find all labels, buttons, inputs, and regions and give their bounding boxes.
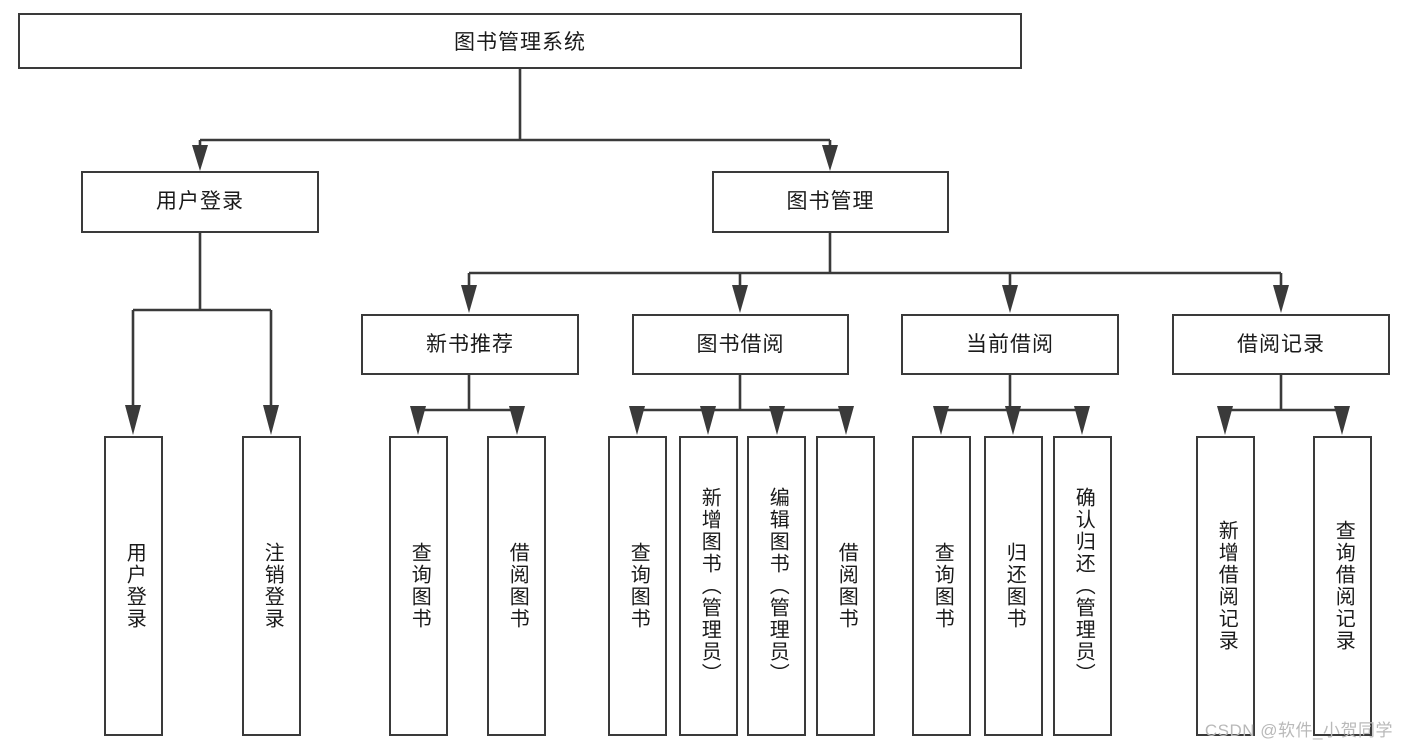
node-leaf-user-login[interactable]: 用户登录	[104, 436, 163, 736]
node-borrow-record-label: 借阅记录	[1237, 332, 1325, 356]
node-book-manage[interactable]: 图书管理	[712, 171, 949, 233]
node-current-borrow[interactable]: 当前借阅	[901, 314, 1119, 375]
node-leaf-add-book[interactable]: 新增图书（管理员）	[679, 436, 738, 736]
node-leaf-query-book-2-label: 查询图书	[627, 542, 650, 630]
arrowhead-leaf-borrow-book-1	[509, 406, 525, 435]
arrowhead-borrow-record	[1273, 285, 1289, 313]
node-book-borrow[interactable]: 图书借阅	[632, 314, 849, 375]
arrowhead-leaf-query-book-2	[629, 406, 645, 435]
node-leaf-user-logout-label: 注销登录	[261, 542, 284, 630]
arrowhead-book-borrow	[732, 285, 748, 313]
arrowhead-leaf-add-book	[700, 406, 716, 435]
arrowhead-leaf-query-book-1	[410, 406, 426, 435]
arrowhead-book-manage	[822, 145, 838, 171]
node-new-book-recommend[interactable]: 新书推荐	[361, 314, 579, 375]
node-leaf-query-book-3[interactable]: 查询图书	[912, 436, 971, 736]
node-current-borrow-label: 当前借阅	[966, 332, 1054, 356]
node-book-borrow-label: 图书借阅	[696, 332, 785, 356]
node-leaf-confirm-return-label: 确认归还（管理员）	[1072, 487, 1095, 685]
node-leaf-edit-book-label: 编辑图书（管理员）	[766, 487, 789, 685]
arrowhead-current-borrow	[1002, 285, 1018, 313]
arrowhead-leaf-user-login	[125, 405, 141, 435]
node-leaf-query-book-1[interactable]: 查询图书	[389, 436, 448, 736]
node-user-login-label: 用户登录	[156, 190, 244, 214]
node-book-manage-label: 图书管理	[786, 190, 875, 214]
node-leaf-add-record[interactable]: 新增借阅记录	[1196, 436, 1255, 736]
node-leaf-user-login-label: 用户登录	[123, 542, 146, 630]
arrowhead-leaf-borrow-book-2	[838, 406, 854, 435]
node-root[interactable]: 图书管理系统	[18, 13, 1022, 69]
arrowhead-leaf-return-book	[1005, 406, 1021, 435]
node-leaf-edit-book[interactable]: 编辑图书（管理员）	[747, 436, 806, 736]
node-leaf-borrow-book-1-label: 借阅图书	[506, 542, 529, 630]
node-leaf-user-logout[interactable]: 注销登录	[242, 436, 301, 736]
arrowhead-leaf-confirm-return	[1074, 406, 1090, 435]
node-leaf-confirm-return[interactable]: 确认归还（管理员）	[1053, 436, 1112, 736]
node-root-label: 图书管理系统	[454, 31, 586, 54]
node-leaf-add-book-label: 新增图书（管理员）	[698, 487, 721, 685]
node-borrow-record[interactable]: 借阅记录	[1172, 314, 1390, 375]
node-leaf-borrow-book-2[interactable]: 借阅图书	[816, 436, 875, 736]
arrowhead-leaf-query-book-3	[933, 406, 949, 435]
arrowhead-leaf-query-record	[1334, 406, 1350, 435]
node-leaf-return-book-label: 归还图书	[1003, 542, 1026, 630]
watermark: CSDN @软件_小贺同学	[1204, 721, 1393, 740]
node-leaf-query-record-label: 查询借阅记录	[1332, 520, 1355, 652]
node-new-book-recommend-label: 新书推荐	[426, 332, 514, 356]
node-leaf-query-record[interactable]: 查询借阅记录	[1313, 436, 1372, 736]
node-leaf-add-record-label: 新增借阅记录	[1215, 520, 1238, 652]
node-leaf-return-book[interactable]: 归还图书	[984, 436, 1043, 736]
arrowhead-leaf-user-logout	[263, 405, 279, 435]
node-user-login[interactable]: 用户登录	[81, 171, 319, 233]
node-leaf-query-book-1-label: 查询图书	[408, 542, 431, 630]
node-leaf-query-book-3-label: 查询图书	[931, 542, 954, 630]
arrowhead-leaf-edit-book	[769, 406, 785, 435]
node-leaf-borrow-book-1[interactable]: 借阅图书	[487, 436, 546, 736]
node-leaf-query-book-2[interactable]: 查询图书	[608, 436, 667, 736]
node-leaf-borrow-book-2-label: 借阅图书	[835, 542, 858, 630]
arrowhead-leaf-add-record	[1217, 406, 1233, 435]
arrowhead-new-book-recommend	[461, 285, 477, 313]
arrowhead-user-login	[192, 145, 208, 171]
